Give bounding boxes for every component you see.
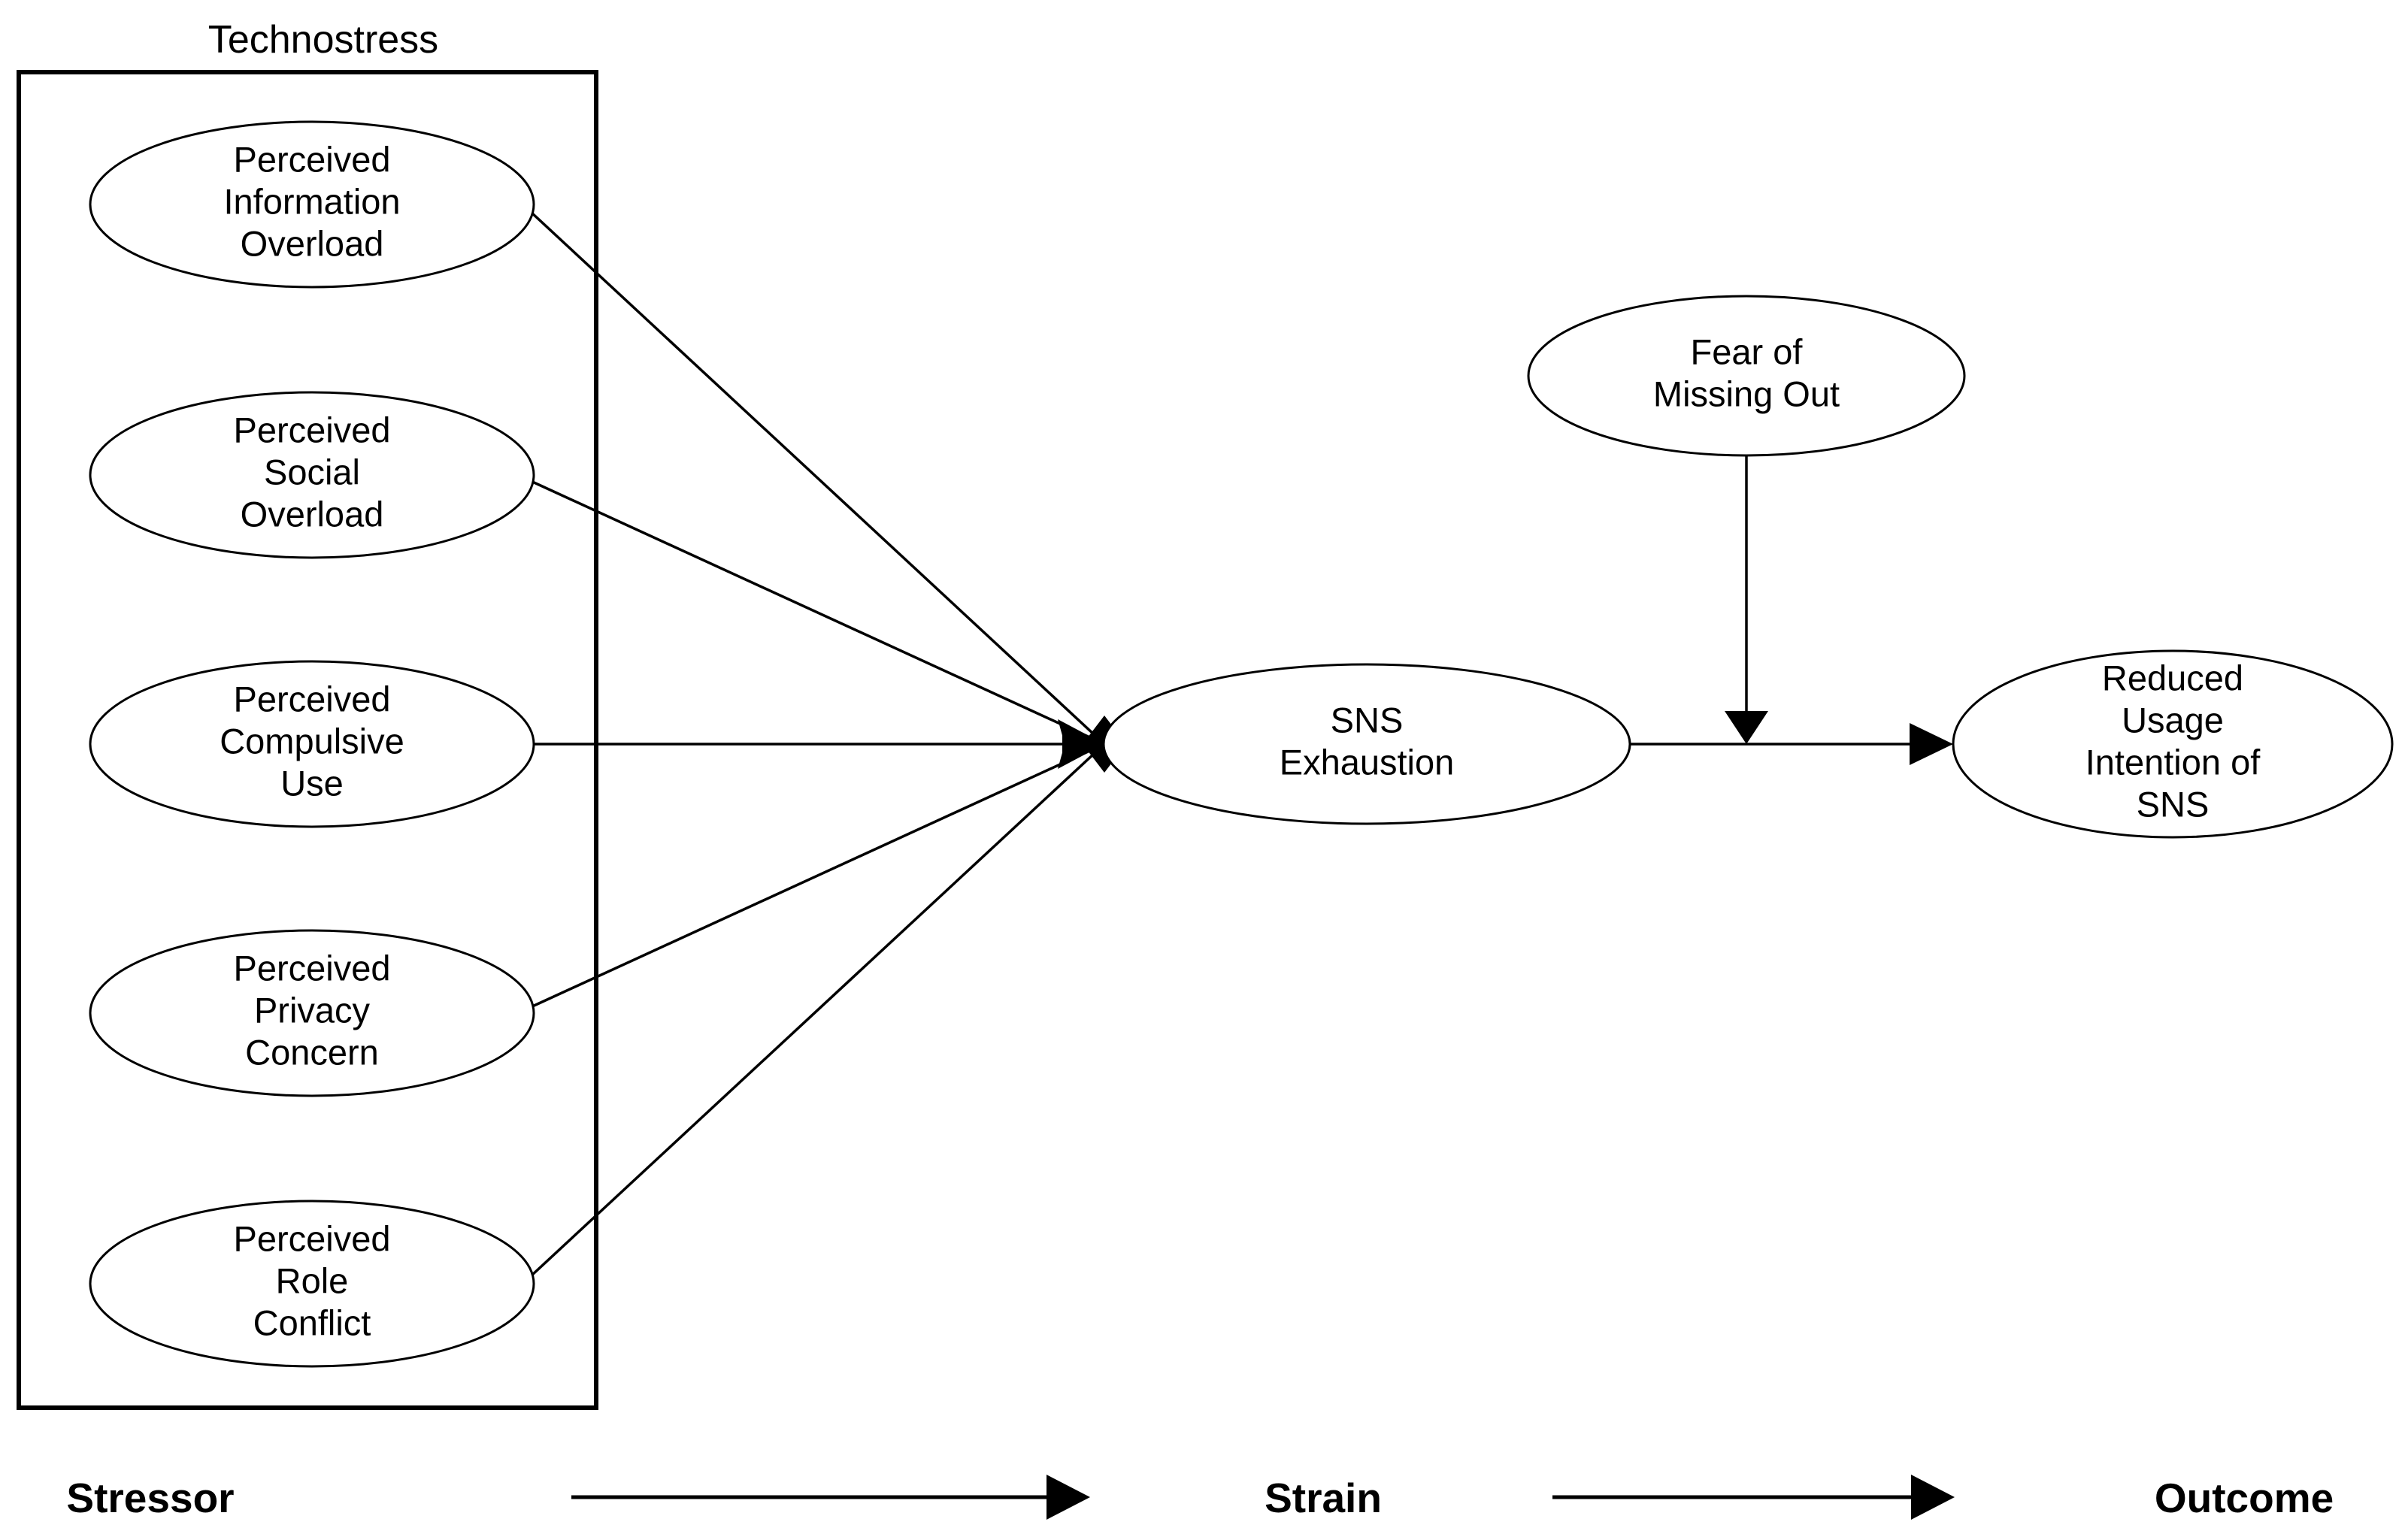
node-label-line-3: Use xyxy=(280,763,344,803)
edge-privacy-concern-to-exhaustion xyxy=(530,743,1105,1009)
exhaustion-to-outcome-edge xyxy=(1630,723,1953,765)
legend-stressor-label: Stressor xyxy=(66,1475,234,1521)
node-label-line-1: Reduced xyxy=(2102,658,2243,697)
arrowhead-fomo-moderation xyxy=(1725,711,1768,744)
legend-outcome-label: Outcome xyxy=(2155,1475,2334,1521)
node-label-line-1: Perceived xyxy=(234,948,391,988)
node-label-line-1: Perceived xyxy=(234,1218,391,1258)
node-perceived-privacy-concern[interactable]: Perceived Privacy Concern xyxy=(89,929,535,1097)
technostress-box xyxy=(17,70,598,1410)
node-label-line-4: SNS xyxy=(2137,784,2210,824)
node-perceived-role-conflict[interactable]: Perceived Role Conflict xyxy=(89,1200,535,1368)
technostress-label: Technostress xyxy=(208,18,438,62)
node-label-line-2: Information xyxy=(223,181,400,221)
node-label-line-2: Usage xyxy=(2122,700,2224,740)
node-perceived-information-overload[interactable]: Perceived Information Overload xyxy=(89,120,535,289)
stressor-edges xyxy=(529,210,1126,1278)
node-label-line-3: Overload xyxy=(241,494,384,534)
node-label-line-3: Overload xyxy=(241,223,384,263)
arrowhead-outcome xyxy=(1910,723,1953,765)
node-label-line-1: SNS xyxy=(1331,700,1404,740)
node-label-line-1: Perceived xyxy=(234,679,391,719)
edge-social-overload-to-exhaustion xyxy=(530,480,1105,746)
node-label-line-3: Conflict xyxy=(253,1302,371,1342)
legend-arrow-stressor-to-strain xyxy=(571,1475,1090,1520)
ellipse-shape xyxy=(1952,649,2394,839)
node-fear-of-missing-out[interactable]: Fear of Missing Out xyxy=(1527,295,1966,457)
node-label-line-3: Concern xyxy=(245,1032,379,1072)
stressor-nodes: Perceived Information Overload Perceived… xyxy=(89,120,535,1368)
node-label-line-2: Role xyxy=(276,1260,349,1300)
node-sns-exhaustion[interactable]: SNS Exhaustion xyxy=(1102,663,1631,825)
legend-row: Stressor Strain Outcome xyxy=(66,1475,2334,1521)
node-label-line-2: Social xyxy=(264,452,360,492)
node-perceived-compulsive-use[interactable]: Perceived Compulsive Use xyxy=(89,660,535,828)
node-label-line-2: Exhaustion xyxy=(1280,742,1455,782)
edge-information-overload-to-exhaustion xyxy=(529,210,1106,746)
ellipse-shape xyxy=(1527,295,1966,457)
ellipse-shape xyxy=(89,660,535,828)
node-label-line-3: Intention of xyxy=(2085,742,2261,782)
node-perceived-social-overload[interactable]: Perceived Social Overload xyxy=(89,391,535,559)
ellipse-shape xyxy=(89,929,535,1097)
technostress-group: Technostress xyxy=(17,18,598,1410)
node-reduced-usage-intention-of-sns[interactable]: Reduced Usage Intention of SNS xyxy=(1952,649,2394,839)
node-label-line-2: Compulsive xyxy=(220,721,404,761)
legend-arrow-strain-to-outcome xyxy=(1552,1475,1955,1520)
edge-role-conflict-to-exhaustion xyxy=(529,743,1106,1278)
ellipse-shape xyxy=(89,120,535,289)
ellipse-shape xyxy=(89,391,535,559)
ellipse-shape xyxy=(1102,663,1631,825)
node-label-line-2: Privacy xyxy=(254,990,371,1030)
node-label-line-1: Fear of xyxy=(1691,331,1804,371)
node-label-line-1: Perceived xyxy=(234,410,391,449)
node-label-line-2: Missing Out xyxy=(1653,374,1840,413)
fomo-moderation-edge xyxy=(1725,455,1768,744)
node-label-line-1: Perceived xyxy=(234,139,391,179)
ellipse-shape xyxy=(89,1200,535,1368)
legend-strain-label: Strain xyxy=(1265,1475,1382,1521)
